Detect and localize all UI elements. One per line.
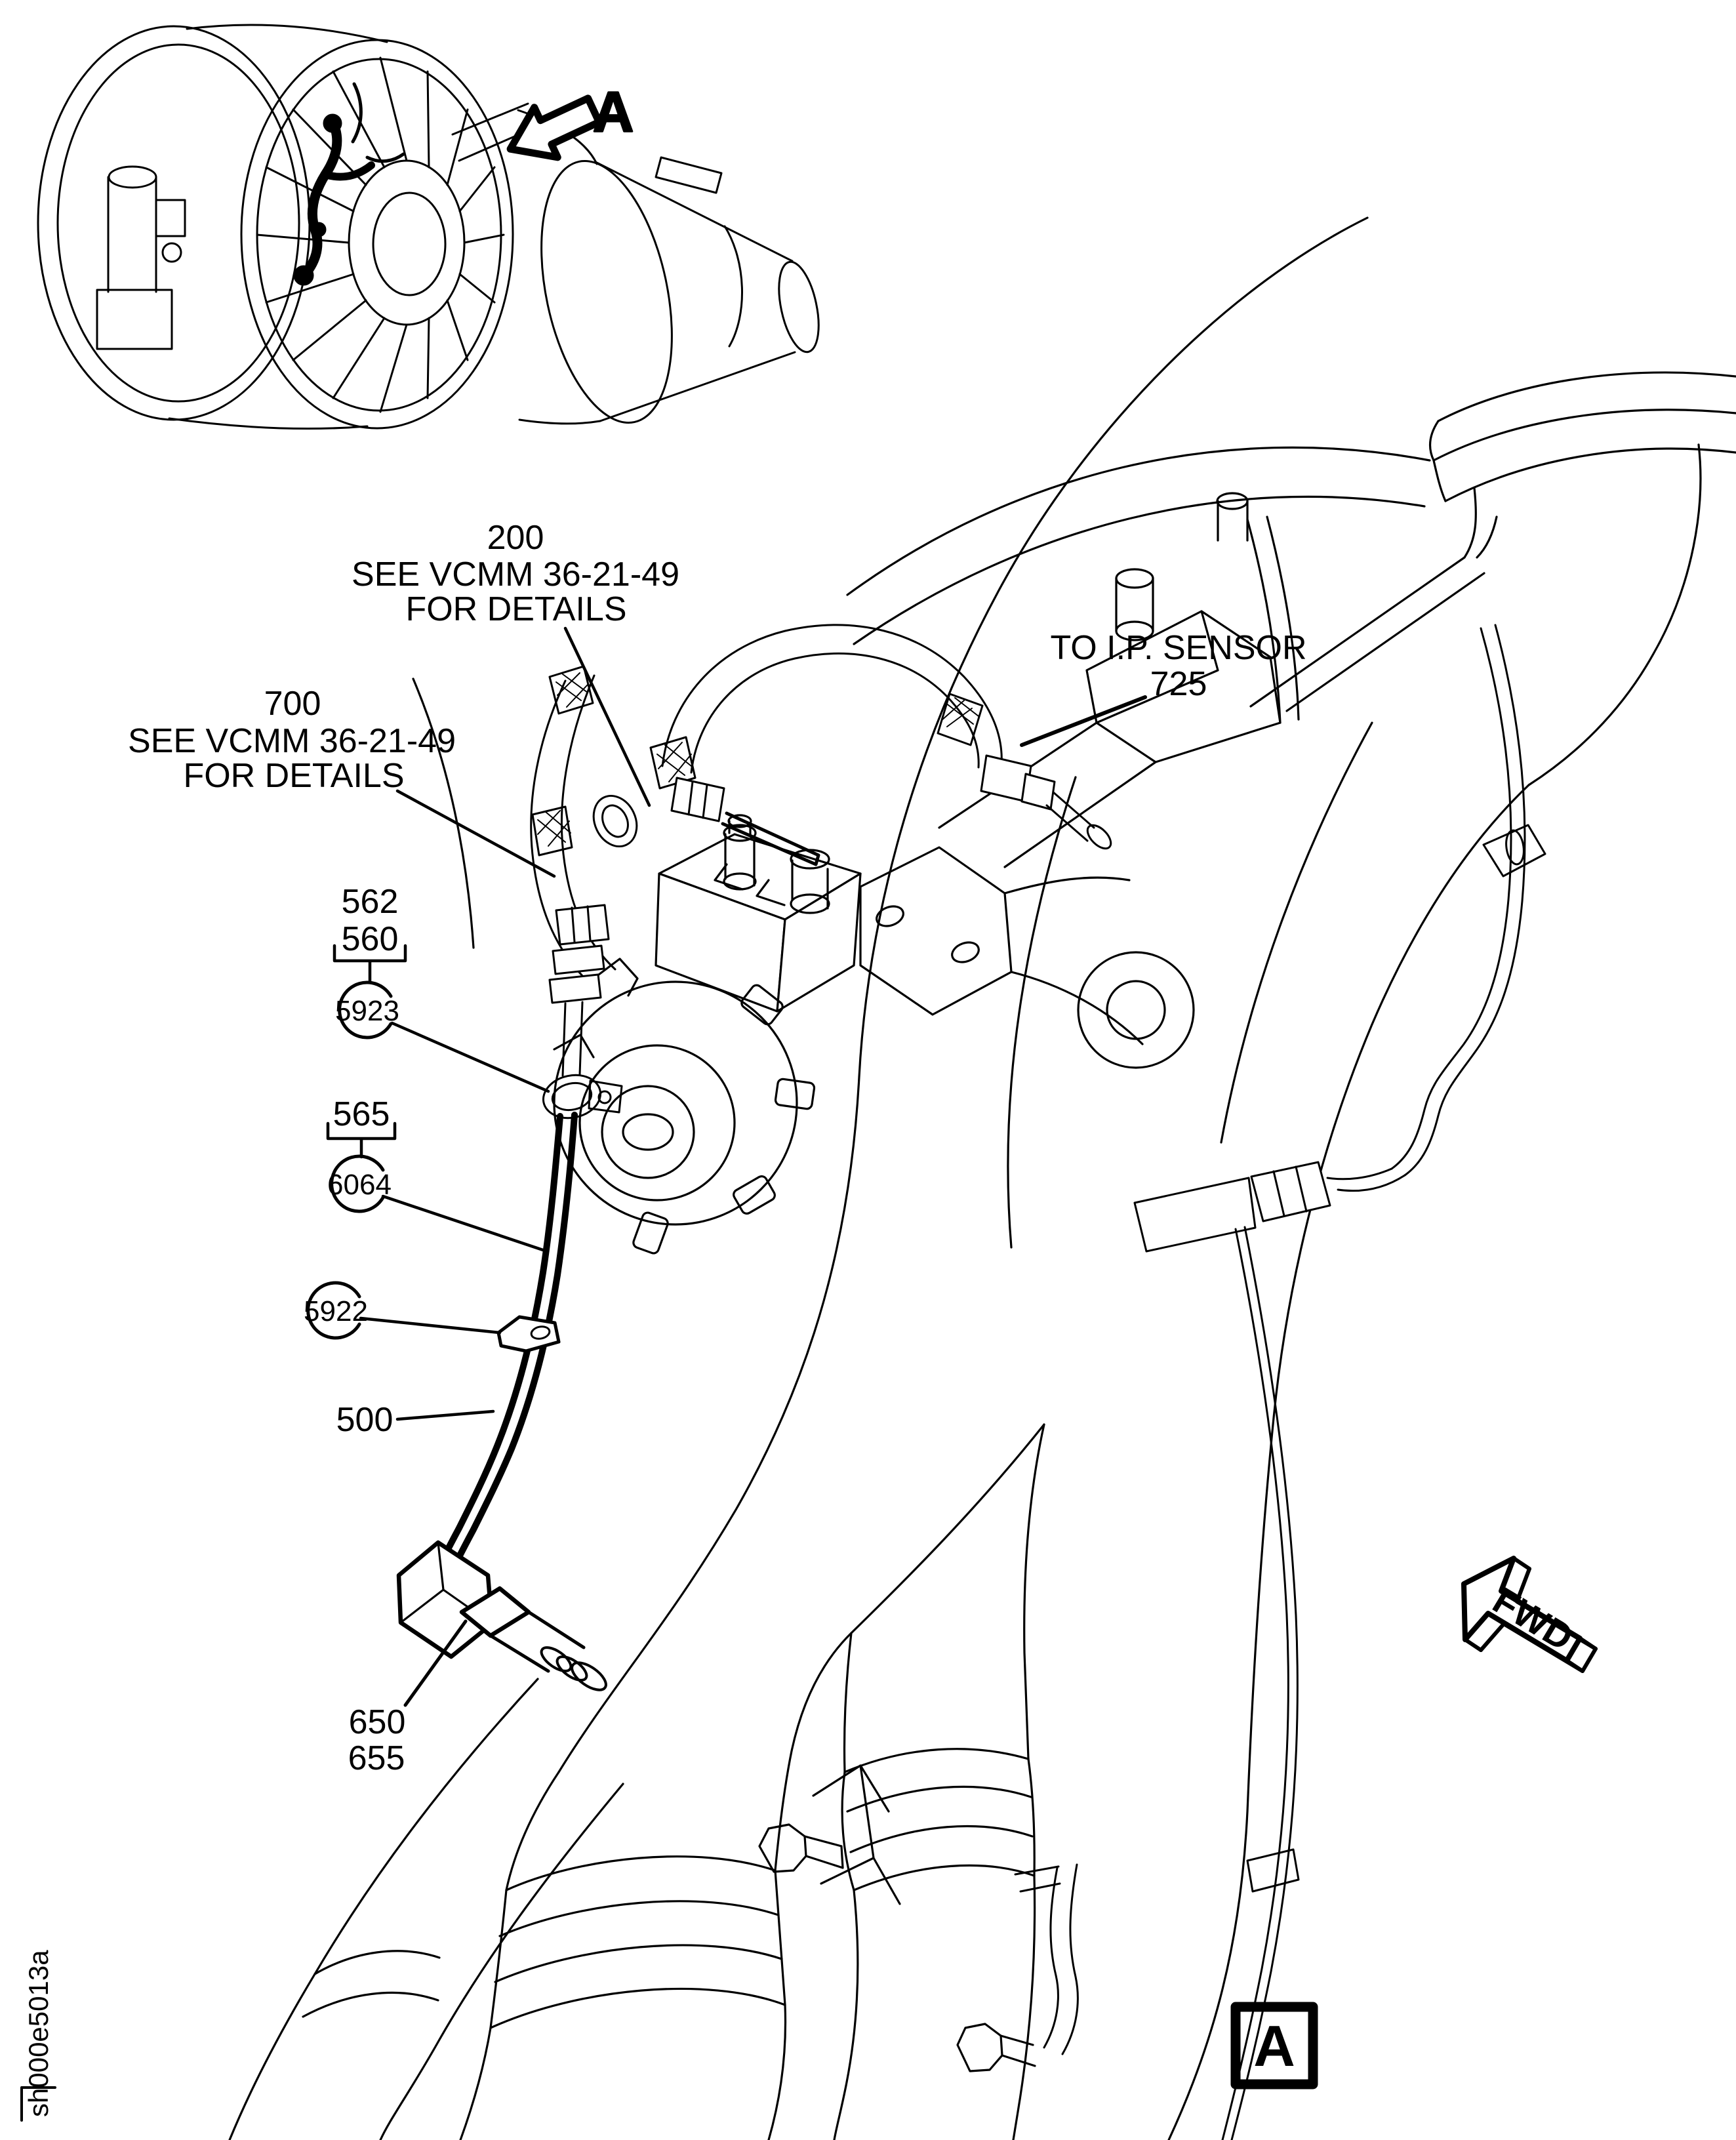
- highlighted-harness: [293, 113, 375, 286]
- sensor-line-right: [1014, 624, 1546, 2140]
- leader-500: [395, 1409, 495, 1421]
- callout-texts: 200 SEE VCMM 36-21-49 FOR DETAILS 700 SE…: [128, 519, 1307, 1777]
- leader-200: [563, 626, 651, 807]
- leader-700: [395, 789, 556, 878]
- loop-clamp-5923-target: [542, 1074, 623, 1120]
- callout-200-ref1: SEE VCMM 36-21-49: [352, 555, 679, 594]
- balloon-6064-circle: [330, 1154, 385, 1213]
- fwd-arrow: FWD: [1461, 1556, 1598, 1673]
- fan-spokes: [256, 56, 505, 413]
- callout-700-ref1: SEE VCMM 36-21-49: [128, 722, 456, 760]
- callout-500: 500: [336, 1401, 394, 1439]
- callout-565: 565: [333, 1095, 390, 1133]
- sheet-id: sh000e5013a: [20, 1950, 56, 2122]
- callout-655: 655: [348, 1739, 405, 1777]
- fan-disc: [240, 39, 514, 430]
- balloon-5923-circle: [338, 980, 393, 1040]
- sensor-block: [655, 814, 862, 1013]
- callout-560: 560: [342, 920, 399, 958]
- callout-200-item: 200: [487, 519, 544, 557]
- b-nut-left: [670, 777, 820, 866]
- hatch-sleeve: [649, 693, 984, 790]
- engine-overview-thumbnail: [37, 24, 820, 430]
- sheet-id-corner-mark: [20, 2086, 56, 2122]
- union-hex-fitting: [1133, 1161, 1331, 1253]
- balloon-5922-circle: [306, 1281, 361, 1340]
- fwd-arrow-face: [1461, 1556, 1583, 1663]
- flange-plate: [859, 846, 1144, 1045]
- elbow-fitting-650-655: [396, 1540, 607, 1691]
- balloon-5922-label: 5922: [304, 1295, 368, 1327]
- hose-200: [649, 624, 1112, 866]
- balloon-6064-label: 6064: [327, 1169, 392, 1201]
- hatch-sleeve: [531, 665, 594, 857]
- callout-200-ref2: FOR DETAILS: [405, 590, 626, 628]
- callout-650: 650: [349, 1703, 406, 1741]
- callout-562: 562: [342, 883, 399, 921]
- sheet-id-text: sh000e5013a: [23, 1950, 54, 2117]
- view-a-arrow: A: [506, 80, 635, 161]
- detail-a-box: A: [1230, 2002, 1318, 2090]
- view-arrow-label: A: [593, 81, 634, 144]
- bracket-562-560: [333, 944, 407, 984]
- duct-assembly: [228, 216, 1736, 2140]
- balloon-5922-leader: [359, 1316, 502, 1335]
- mount-bracket: [938, 492, 1300, 868]
- bracket-565: [326, 1121, 397, 1159]
- callout-700-ref2: FOR DETAILS: [183, 757, 404, 795]
- detail-a-label: A: [1253, 2013, 1295, 2078]
- clamp-bolt-lower-center: [956, 2023, 1036, 2072]
- clamp-bolt-lower-left: [758, 1764, 901, 1905]
- callout-700-item: 700: [264, 685, 321, 723]
- balloon-5923-label: 5923: [335, 995, 399, 1027]
- balloon-5923-leader: [390, 1021, 550, 1093]
- fitting-to-ip-sensor: [980, 754, 1112, 850]
- leader-650-655: [403, 1619, 468, 1707]
- callout-725-item: 725: [1150, 665, 1207, 703]
- leader-lines: [306, 626, 1147, 1707]
- tube-500: [426, 1112, 578, 1592]
- clamp-5922-target: [496, 1315, 561, 1353]
- leader-725: [1020, 695, 1147, 747]
- callout-ip-sensor: TO I.P. SENSOR: [1050, 629, 1306, 667]
- round-housing: [553, 958, 816, 1255]
- hose-700: [530, 665, 638, 1120]
- coupling-nut-stack: [548, 904, 610, 1077]
- view-direction-arrow-icon: [506, 94, 603, 161]
- balloon-6064-leader: [381, 1194, 545, 1252]
